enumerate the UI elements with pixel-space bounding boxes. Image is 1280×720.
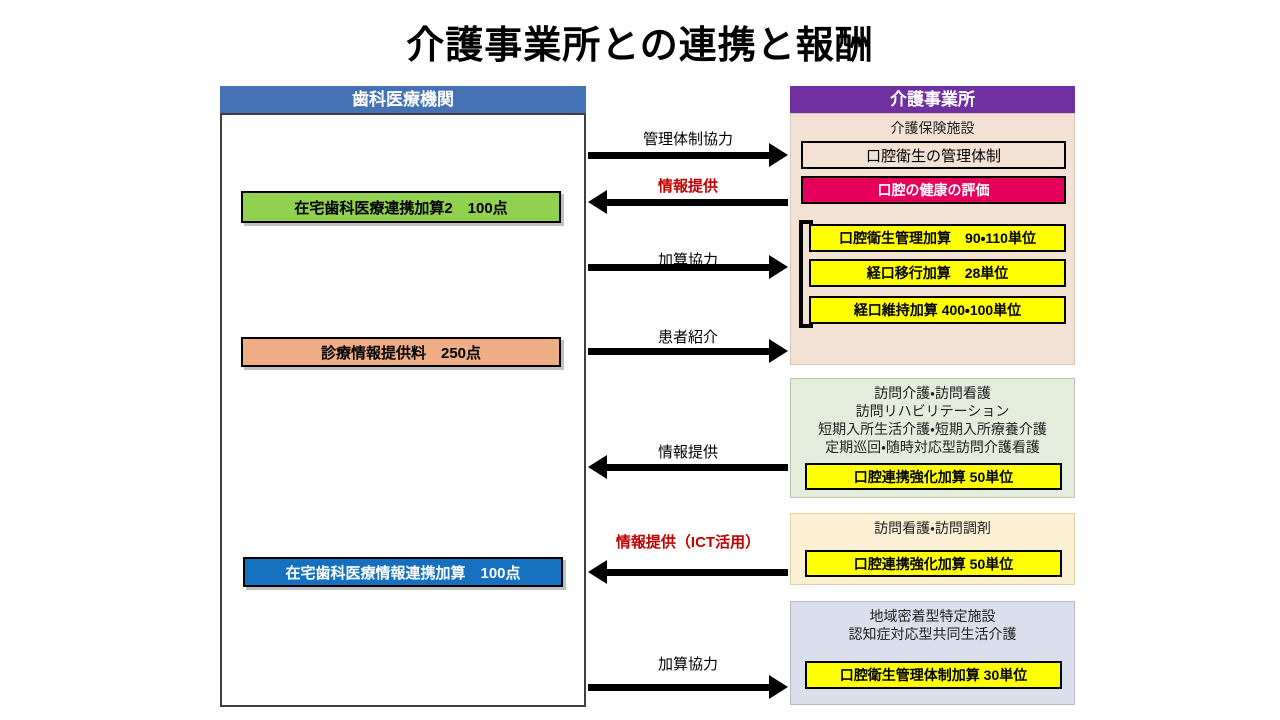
care-column-header: 介護事業所 (790, 86, 1075, 113)
arrow-label-joho-teikyo-2: 情報提供 (657, 444, 718, 461)
panel-chiiki-micchakugata: 地域密着型特定施設 認知症対応型共同生活介護 口腔衛生管理体制加算 30単位 (790, 601, 1075, 705)
dental-box-zaitaku-renkei-kasan2: 在宅歯科医療連携加算2 100点 (241, 191, 561, 223)
item-koku-renkei-kyoka-kasan-homon: 口腔連携強化加算 50単位 (805, 463, 1062, 490)
panel-homon-title-line-1: 訪問介護・訪問看護 (874, 385, 991, 401)
panel-kaigo-hoken-shisetsu: 介護保険施設 口腔衛生の管理体制 口腔の健康の評価 口腔衛生管理加算 90・11… (790, 113, 1075, 365)
panel-homon-kaigo: 訪問介護・訪問看護 訪問リハビリテーション 短期入所生活介護・短期入所療養介護 … (790, 378, 1075, 498)
panel-homon-kango-choza: 訪問看護・訪問調剤 口腔連携強化加算 50単位 (790, 513, 1075, 585)
arrow-right-kasan-kyoryoku-2 (588, 675, 788, 699)
item-koku-eisei-kanri-kasan: 口腔衛生管理加算 90・110単位 (809, 224, 1066, 252)
arrow-left-joho-teikyo-2 (588, 455, 788, 479)
arrow-right-kasan-kyoryoku-1 (588, 255, 788, 279)
kasan-group-bracket (799, 220, 813, 328)
arrow-right-kanri-taisei-kyoryoku (588, 143, 788, 167)
arrow-label-joho-teikyo-ict: 情報提供（ICT活用） (615, 534, 761, 551)
dental-box-zaitaku-joho-renkei-kasan: 在宅歯科医療情報連携加算 100点 (243, 557, 563, 587)
arrow-right-kanja-shokai (588, 339, 788, 363)
item-keiko-iji-kasan: 経口維持加算 400・100単位 (809, 296, 1066, 324)
panel-kaigo-hoken-title: 介護保険施設 (890, 120, 975, 136)
arrow-left-joho-teikyo-1 (588, 190, 788, 214)
arrow-label-kanja-shokai: 患者紹介 (657, 329, 718, 346)
panel-chiiki-title-line-2: 認知症対応型共同生活介護 (848, 626, 1017, 642)
arrow-label-kasan-kyoryoku-2: 加算協力 (657, 656, 718, 673)
item-keiko-iko-kasan: 経口移行加算 28単位 (809, 259, 1066, 287)
dental-box-shinryo-joho-teikyoryo: 診療情報提供料 250点 (241, 337, 561, 367)
page-title: 介護事業所との連携と報酬 (406, 25, 874, 67)
item-koku-eisei-kanri-taisei: 口腔衛生の管理体制 (801, 141, 1066, 169)
arrow-label-joho-teikyo-1: 情報提供 (657, 178, 718, 195)
arrow-left-joho-teikyo-ict (588, 560, 788, 584)
item-koku-eisei-kanri-taisei-kasan: 口腔衛生管理体制加算 30単位 (805, 661, 1062, 689)
panel-chiiki-title-line-1: 地域密着型特定施設 (869, 608, 996, 624)
panel-homon-kango-title: 訪問看護・訪問調剤 (874, 520, 991, 536)
arrow-label-kanri-taisei-kyoryoku: 管理体制協力 (642, 131, 733, 148)
item-koku-kenko-hyoka: 口腔の健康の評価 (801, 176, 1066, 204)
panel-homon-title-line-4: 定期巡回・随時対応型訪問介護看護 (825, 439, 1040, 455)
dental-column-header: 歯科医療機関 (220, 86, 586, 113)
panel-homon-title-line-2: 訪問リハビリテーション (855, 403, 1010, 419)
item-koku-renkei-kyoka-kasan-kango: 口腔連携強化加算 50単位 (805, 550, 1062, 577)
panel-homon-title-line-3: 短期入所生活介護・短期入所療養介護 (818, 421, 1047, 437)
